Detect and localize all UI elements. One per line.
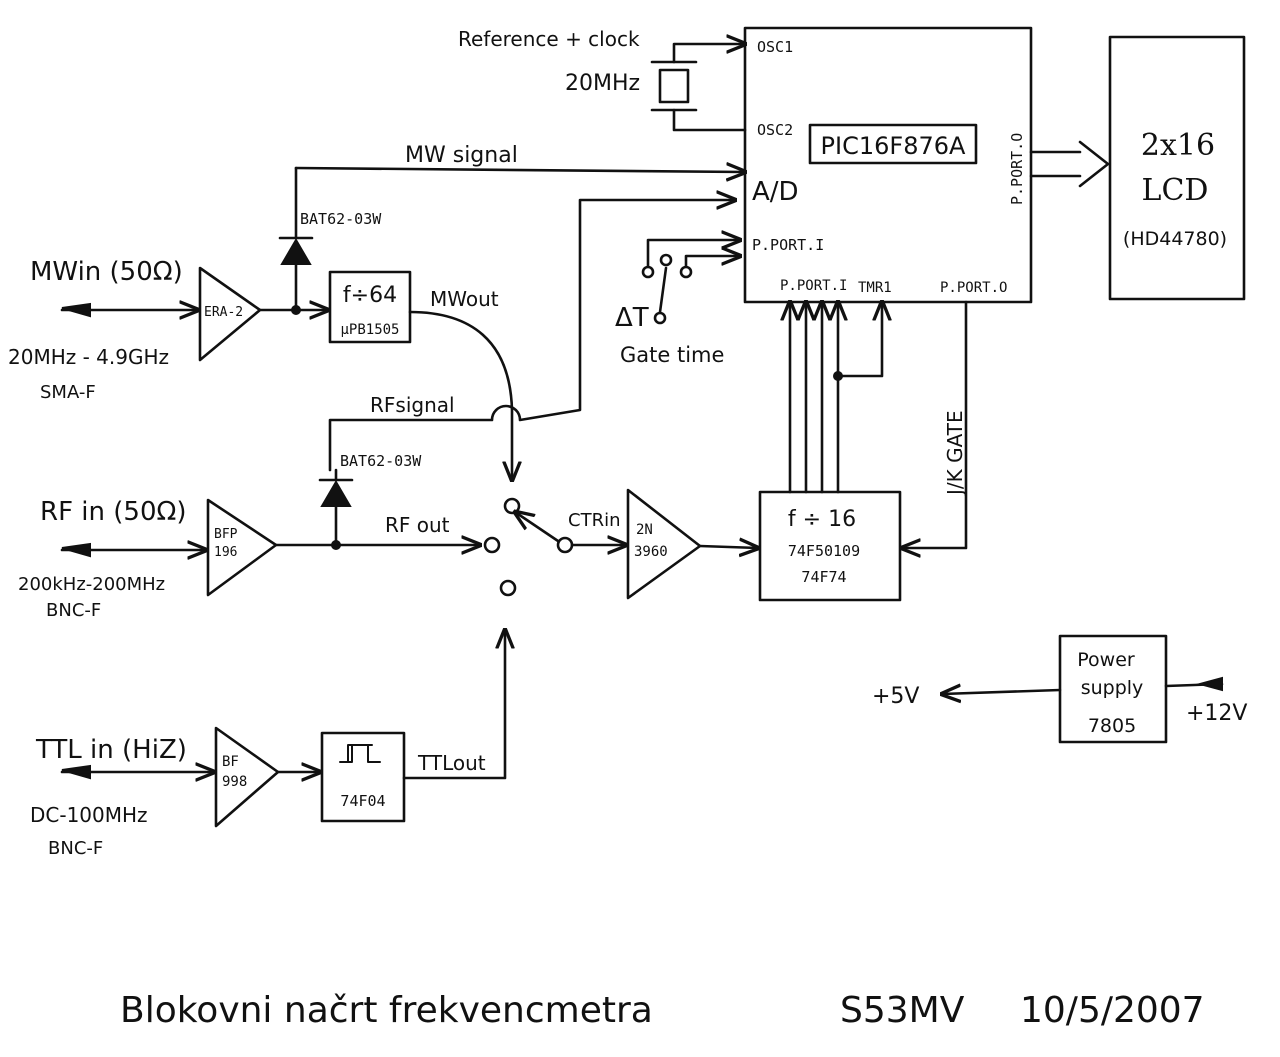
- power-line2: supply: [1081, 677, 1144, 699]
- rf-diode: BAT62-03W: [318, 452, 422, 547]
- mw-amplifier: ERA-2: [198, 266, 262, 362]
- lcd-line2: LCD: [1142, 173, 1209, 208]
- power-in-label: +12V: [1186, 701, 1247, 726]
- footer-title: Blokovni načrt frekvencmetra: [120, 990, 653, 1031]
- power-line3: 7805: [1088, 715, 1136, 737]
- crystal-label: Reference + clock: [458, 27, 640, 51]
- mw-connector: SMA-F: [40, 382, 96, 403]
- ttl-schmitt-gate: 74F04: [320, 731, 406, 823]
- rf-input: RF in (50Ω) 200kHz-200MHz BNC-F: [18, 497, 206, 621]
- footer: Blokovni načrt frekvencmetra S53MV 10/5/…: [120, 990, 1205, 1031]
- port-o-bottom-label: P.PORT.O: [940, 280, 1007, 296]
- mw-input: MWin (50Ω) 20MHz - 4.9GHz SMA-F: [8, 257, 198, 403]
- port-in-label: P.PORT.I: [752, 236, 824, 254]
- divider-line3: 74F74: [801, 568, 846, 586]
- mw-out-label: MWout: [430, 287, 499, 311]
- rf-signal-label: RFsignal: [370, 393, 455, 417]
- rf-connector: BNC-F: [46, 600, 101, 621]
- footer-author: S53MV: [840, 990, 965, 1031]
- lcd-bus-arrow: [1029, 140, 1110, 188]
- rf-range: 200kHz-200MHz: [18, 574, 165, 595]
- lcd-line3: (HD44780): [1123, 228, 1227, 250]
- port-o-right-label: P.PORT.O: [1008, 133, 1026, 205]
- rf-input-label: RF in (50Ω): [40, 497, 187, 527]
- divider-bus: [790, 302, 882, 494]
- input-selector-switch: [483, 497, 574, 597]
- ttl-range: DC-100MHz: [30, 803, 148, 827]
- divider-line1: f ÷ 16: [788, 507, 856, 532]
- ttl-amplifier: BF 998: [214, 726, 280, 828]
- ttl-gate-label: 74F04: [340, 792, 385, 810]
- mw-input-label: MWin (50Ω): [30, 257, 183, 287]
- gate-time-symbol: ΔT: [615, 303, 649, 333]
- mw-prescaler-top: f÷64: [343, 283, 397, 308]
- divider-line2: 74F50109: [788, 542, 860, 560]
- lcd-line1: 2x16: [1141, 128, 1215, 163]
- rf-out-label: RF out: [385, 513, 450, 537]
- microcontroller-block: PIC16F876A OSC1 OSC2 A/D P.PORT.I P.PORT…: [743, 26, 1033, 304]
- power-line1: Power: [1077, 649, 1135, 671]
- mw-signal-label: MW signal: [405, 143, 518, 168]
- ad-label: A/D: [752, 177, 799, 207]
- crystal-freq: 20MHz: [565, 71, 640, 96]
- mw-prescaler-bottom: µPB1505: [340, 322, 399, 338]
- power-out-label: +5V: [872, 684, 919, 709]
- rf-amp-line1: BFP: [214, 527, 238, 542]
- mw-range: 20MHz - 4.9GHz: [8, 345, 169, 369]
- crystal: Reference + clock 20MHz: [458, 27, 745, 132]
- osc2-label: OSC2: [757, 121, 793, 139]
- mw-diode: BAT62-03W: [278, 166, 382, 312]
- ctr-amp-line1: 2N: [636, 522, 653, 538]
- gate-time-label: Gate time: [620, 343, 724, 367]
- rf-amplifier: BFP 196: [206, 498, 278, 597]
- ttl-input-label: TTL in (HiZ): [35, 735, 187, 765]
- mw-prescaler: f÷64 µPB1505: [328, 270, 412, 344]
- ttl-input: TTL in (HiZ) DC-100MHz BNC-F: [30, 735, 214, 859]
- ctr-amplifier: 2N 3960: [626, 488, 702, 600]
- tmr1-label: TMR1: [858, 280, 892, 296]
- mw-amp-label: ERA-2: [204, 305, 243, 320]
- osc1-label: OSC1: [757, 38, 793, 56]
- ttl-out-label: TTLout: [417, 751, 486, 775]
- ctr-amp-line2: 3960: [634, 544, 668, 560]
- mw-diode-label: BAT62-03W: [300, 210, 382, 228]
- ttl-amp-line1: BF: [222, 754, 239, 770]
- power-supply-block: Power supply 7805: [1058, 634, 1168, 744]
- ttl-connector: BNC-F: [48, 838, 103, 859]
- lcd-block: 2x16 LCD (HD44780): [1108, 35, 1246, 301]
- divider-block: f ÷ 16 74F50109 74F74: [758, 490, 902, 602]
- mcu-name: PIC16F876A: [821, 132, 966, 160]
- gate-time-switch: ΔT Gate time: [615, 240, 740, 367]
- footer-date: 10/5/2007: [1020, 990, 1205, 1031]
- rf-amp-line2: 196: [214, 545, 237, 560]
- rf-diode-label: BAT62-03W: [340, 452, 422, 470]
- jk-gate-label: J/K GATE: [943, 410, 967, 497]
- ttl-amp-line2: 998: [222, 774, 247, 790]
- ctr-in-label: CTRin: [568, 510, 620, 531]
- port-i2-label: P.PORT.I: [780, 278, 847, 294]
